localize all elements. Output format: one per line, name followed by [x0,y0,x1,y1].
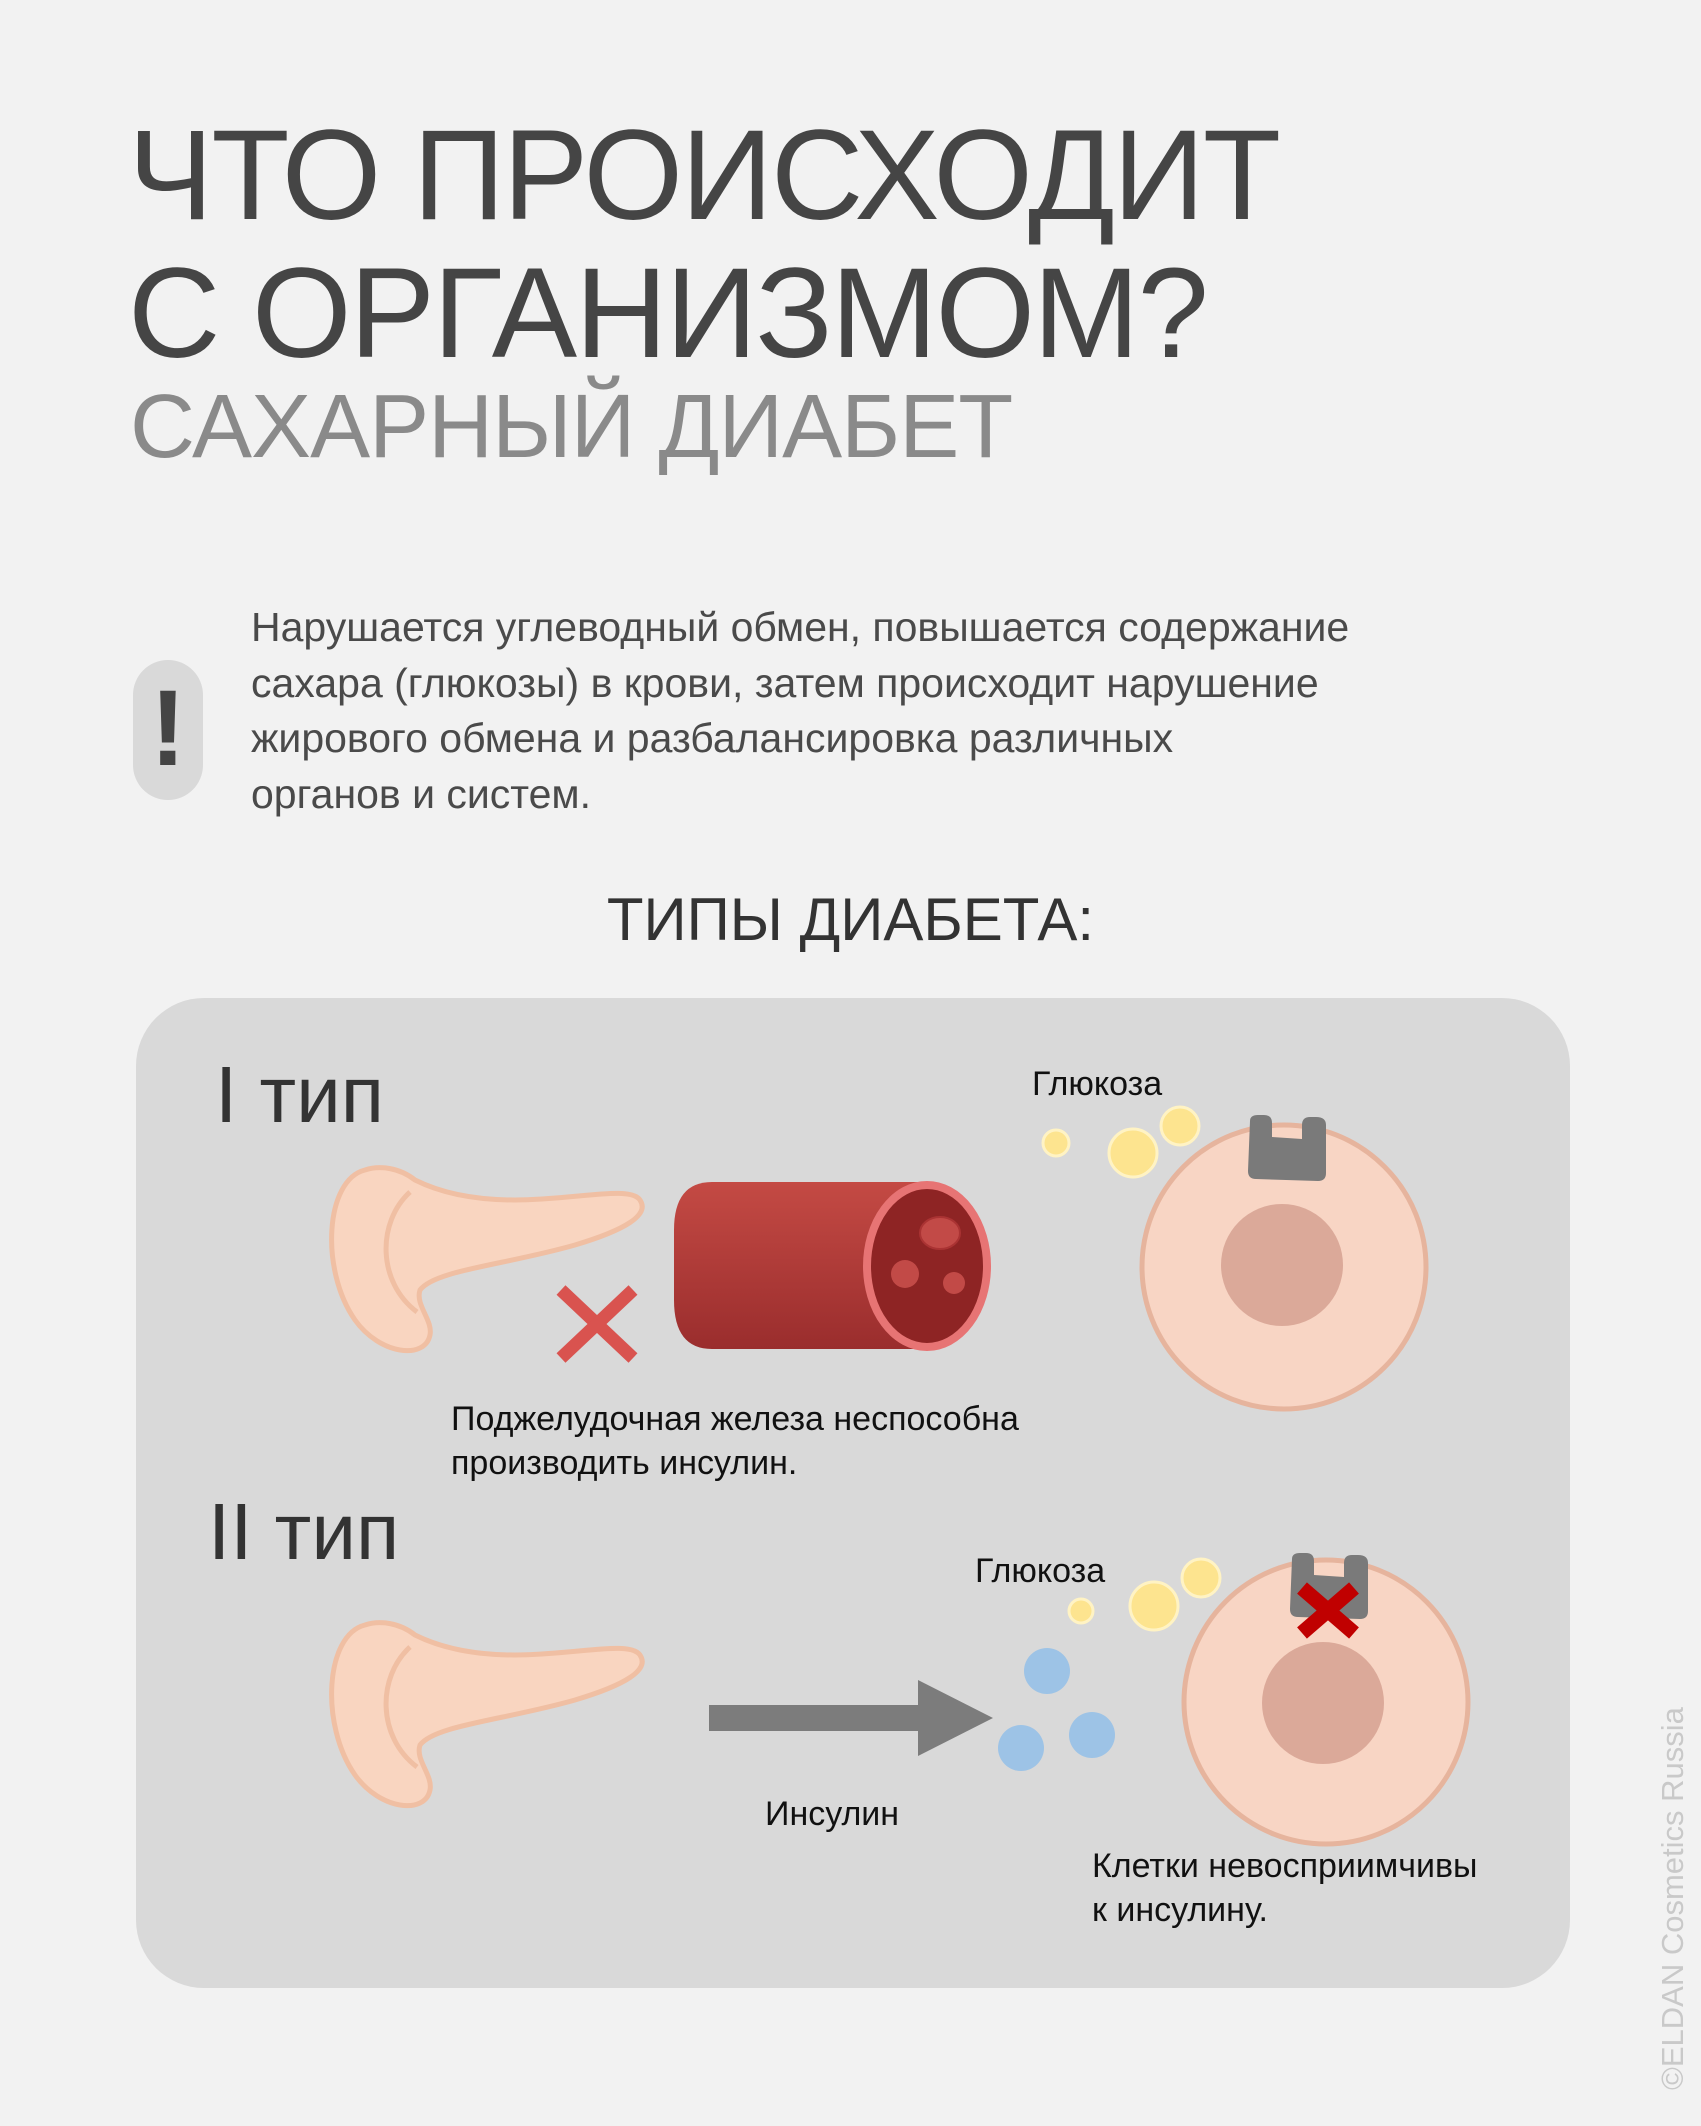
cross-icon-type2 [1297,1582,1359,1639]
cross-icon-type1 [556,1285,638,1363]
glucose-molecules-type1 [1041,1105,1201,1179]
type1-label: I тип [215,1050,385,1139]
title-line-1: ЧТО ПРОИСХОДИТ [128,104,1281,247]
glucose-label-type1: Глюкоза [1032,1065,1163,1103]
glucose-label-type2: Глюкоза [975,1552,1106,1590]
insulin-molecules [998,1648,1115,1771]
glucose-molecules-type2 [1067,1557,1222,1632]
cell-icon-type1 [1139,1122,1429,1412]
notice-text: Нарушается углеводный обмен, повышается … [251,604,1350,817]
types-heading: ТИПЫ ДИАБЕТА: [606,886,1095,953]
blood-vessel-icon [674,1181,991,1351]
exclamation-icon: ! [133,660,203,800]
insulin-label: Инсулин [765,1795,900,1833]
cell-icon-type2 [1181,1557,1471,1847]
type1-caption: Поджелудочная железа неспособна производ… [451,1400,1019,1483]
title-line-2: С ОРГАНИЗМОМ? [128,242,1209,385]
type2-caption: Клетки невосприимчивы к инсулину. [1092,1847,1478,1930]
arrow-icon [709,1680,993,1756]
pancreas-icon-type2 [332,1623,643,1806]
watermark: ©ELDAN Cosmetics Russia [1655,1707,1690,2090]
subtitle: САХАРНЫЙ ДИАБЕТ [130,377,1013,477]
type2-label: II тип [208,1487,400,1576]
